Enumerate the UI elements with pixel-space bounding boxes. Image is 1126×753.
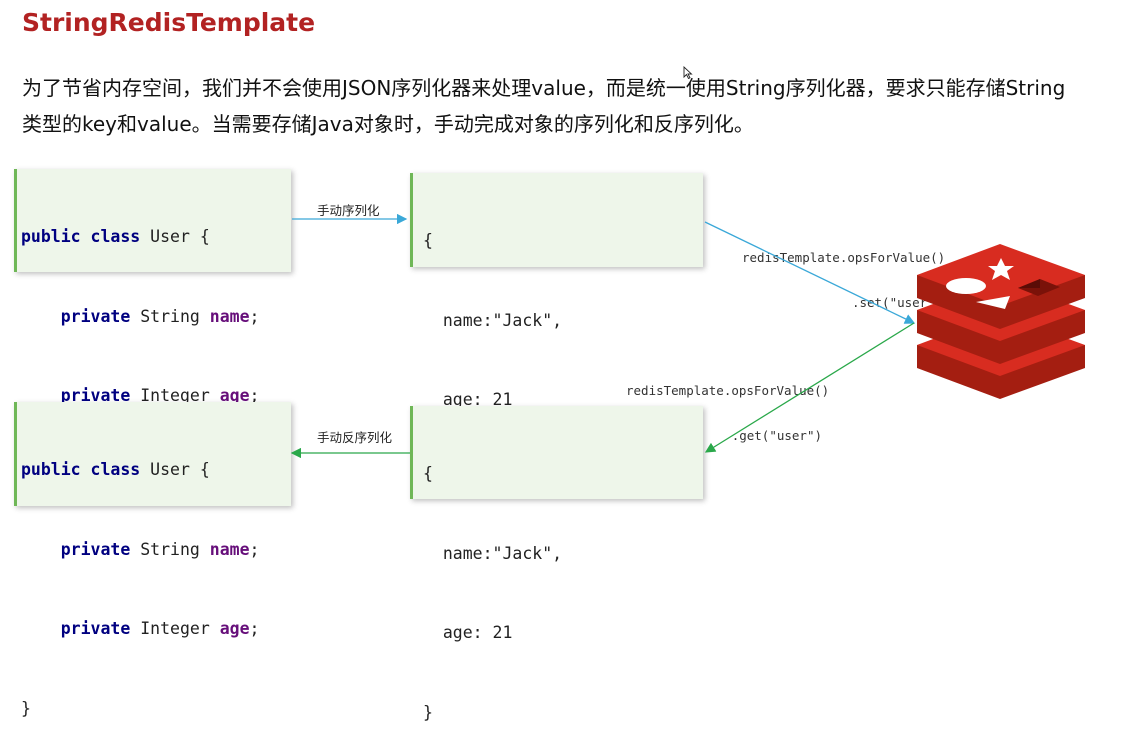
code-type: String xyxy=(130,539,210,559)
code-text: ; xyxy=(249,386,260,405)
code-keyword: private xyxy=(60,386,131,405)
get-call-line-2: .get("user") xyxy=(731,428,822,443)
json-code-top: { name:"Jack", age: 21 } xyxy=(410,173,703,489)
description: 为了节省内存空间，我们并不会使用JSON序列化器来处理value，而是统一使用S… xyxy=(22,70,1082,142)
code-keyword: public class xyxy=(21,227,141,246)
cursor-icon xyxy=(683,66,693,79)
code-field-name: name xyxy=(209,539,250,559)
code-type: Integer xyxy=(130,386,220,405)
code-text: ; xyxy=(249,539,260,559)
user-class-code-top: public class User { private String name;… xyxy=(14,169,291,485)
description-line-2: 类型的key和value。当需要存储Java对象时，手动完成对象的序列化和反序列… xyxy=(22,112,754,136)
json-age-line: age: 21 xyxy=(442,390,513,409)
json-open-brace: { xyxy=(423,464,433,483)
description-line-1: 为了节省内存空间，我们并不会使用JSON序列化器来处理value，而是统一使用S… xyxy=(22,76,1066,100)
json-close-brace: } xyxy=(423,702,433,722)
deserialize-label: 手动反序列化 xyxy=(317,430,393,445)
get-call-label: redisTemplate.opsForValue() .get("user") xyxy=(626,353,838,458)
code-field-name: name xyxy=(209,306,250,326)
json-name-line: name:"Jack", xyxy=(442,543,563,563)
set-arrow xyxy=(704,221,916,324)
json-open-brace: { xyxy=(423,231,433,250)
serialize-label: 手动序列化 xyxy=(317,203,380,218)
code-type: Integer xyxy=(130,619,220,638)
code-keyword: private xyxy=(60,539,131,559)
code-field-age: age xyxy=(219,619,250,638)
code-field-age: age xyxy=(219,386,250,405)
json-name-line: name:"Jack", xyxy=(442,310,563,330)
set-call-line-1: redisTemplate.opsForValue() xyxy=(742,250,946,265)
get-call-line-1: redisTemplate.opsForValue() xyxy=(626,383,830,398)
code-keyword: private xyxy=(60,306,131,326)
code-text: User { xyxy=(140,460,210,479)
code-text: ; xyxy=(249,306,260,326)
redis-logo-icon xyxy=(917,244,1085,399)
code-keyword: private xyxy=(60,619,131,638)
diagram-arrows xyxy=(290,213,1085,459)
code-keyword: public class xyxy=(21,460,141,479)
code-text: ; xyxy=(249,619,260,638)
code-text: User { xyxy=(140,227,210,246)
page-title: StringRedisTemplate xyxy=(22,8,316,37)
code-close-brace: } xyxy=(21,698,31,718)
get-arrow xyxy=(704,322,915,453)
json-age-line: age: 21 xyxy=(442,623,513,642)
code-type: String xyxy=(130,306,210,326)
